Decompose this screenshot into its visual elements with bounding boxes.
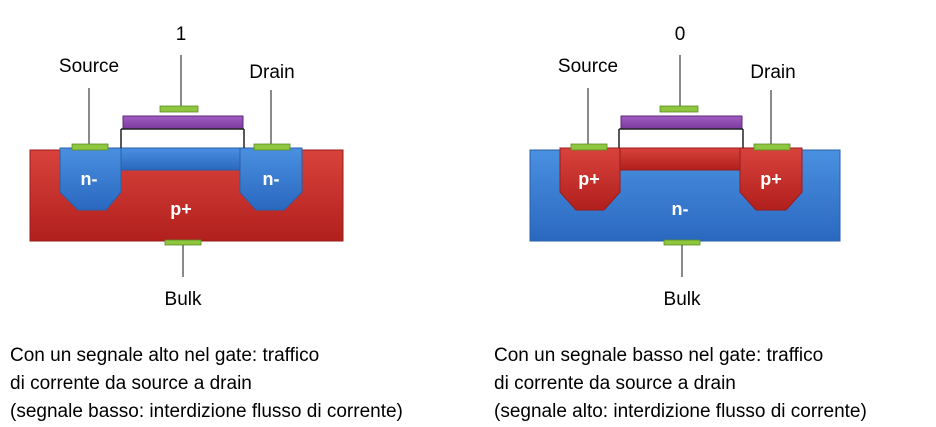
- nmos-gate-oxide: [122, 115, 244, 130]
- nmos-bulk-label: Bulk: [165, 289, 202, 310]
- pmos-caption-line-3: (segnale alto: interdizione flusso di co…: [494, 401, 867, 422]
- pmos-gate-signal: 0: [675, 24, 686, 45]
- nmos-source-contact: [71, 143, 109, 151]
- nmos-gate-contact: [159, 105, 199, 113]
- pmos-caption-line-1: Con un segnale basso nel gate: traffico: [494, 345, 824, 366]
- pmos-source-label: Source: [558, 56, 618, 77]
- nmos-left-well-label: n-: [81, 169, 98, 189]
- pmos-caption: Con un segnale basso nel gate: traffico …: [494, 342, 867, 426]
- pmos-drain-contact: [753, 143, 791, 151]
- nmos-gate-signal: 1: [176, 24, 187, 45]
- nmos-channel: [117, 147, 245, 171]
- pmos-gate-contact: [659, 105, 699, 113]
- nmos-right-well: [239, 147, 303, 211]
- nmos-diagram: 1 Source Drain Bulk n- n- p+: [29, 24, 344, 310]
- nmos-caption-line-3: (segnale basso: interdizione flusso di c…: [10, 401, 403, 422]
- pmos-gate-outline: [618, 128, 744, 148]
- nmos-substrate-label: p+: [170, 199, 192, 219]
- nmos-drain-label: Drain: [249, 62, 294, 83]
- pmos-source-contact: [570, 143, 608, 151]
- pmos-substrate-label: n-: [672, 199, 689, 219]
- nmos-caption-line-2: di corrente da source a drain: [10, 373, 252, 394]
- pmos-channel: [616, 147, 744, 171]
- pmos-bulk-label: Bulk: [664, 289, 701, 310]
- pmos-gate-oxide: [620, 115, 743, 130]
- nmos-source-label: Source: [59, 56, 119, 77]
- pmos-diagram: 0 Source Drain Bulk p+ p+ n-: [529, 24, 841, 310]
- pmos-right-well: [739, 147, 803, 211]
- nmos-caption-line-1: Con un segnale alto nel gate: traffico: [10, 345, 320, 366]
- pmos-bulk-contact: [663, 239, 701, 246]
- nmos-drain-contact: [253, 143, 291, 151]
- pmos-drain-label: Drain: [750, 62, 795, 83]
- pmos-caption-line-2: di corrente da source a drain: [494, 373, 736, 394]
- pmos-right-well-label: p+: [760, 169, 782, 189]
- nmos-right-well-label: n-: [263, 169, 280, 189]
- nmos-gate-outline: [120, 128, 245, 148]
- nmos-bulk-contact: [164, 239, 202, 246]
- pmos-left-well-label: p+: [578, 169, 600, 189]
- pmos-left-well: [559, 147, 621, 211]
- nmos-caption: Con un segnale alto nel gate: traffico d…: [10, 342, 403, 426]
